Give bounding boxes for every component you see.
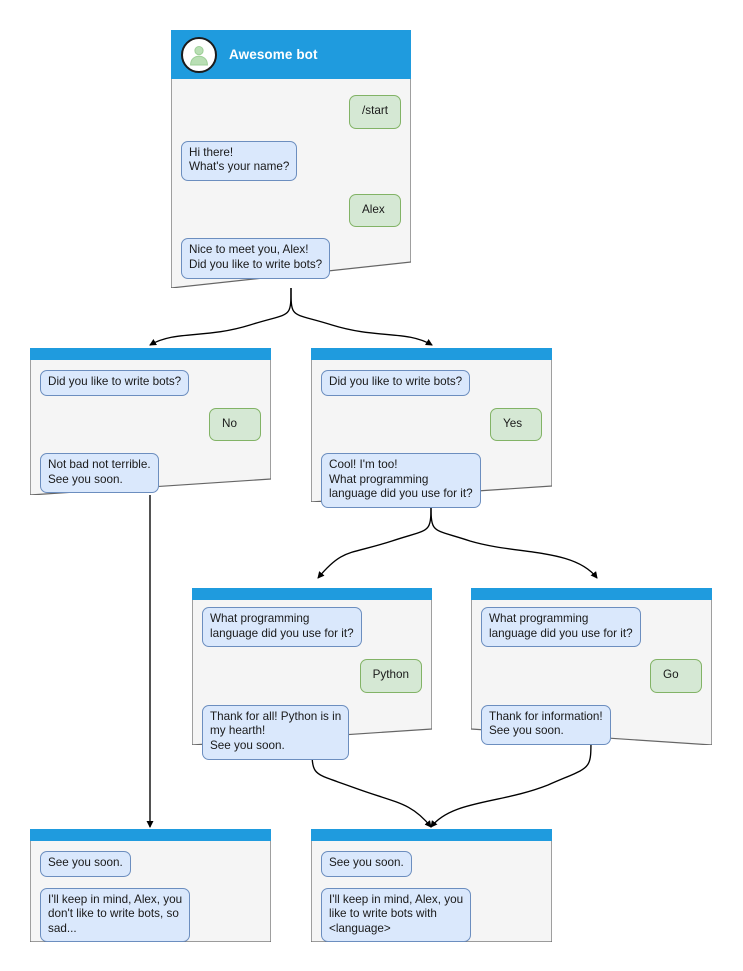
message-row: No <box>40 407 261 442</box>
user-message-bubble: /start <box>349 95 401 129</box>
bot-message-bubble: Hi there! What's your name? <box>181 140 298 181</box>
message-row: See you soon. <box>321 851 542 877</box>
chat-header: Awesome bot <box>171 30 411 79</box>
user-message-bubble: Alex <box>349 193 401 228</box>
message-row: Not bad not terrible. See you soon. <box>40 453 261 494</box>
edge-start-to-no <box>149 287 292 346</box>
edge-yes-to-go <box>430 501 598 579</box>
bot-message-bubble: Nice to meet you, Alex! Did you like to … <box>181 238 331 279</box>
bot-message-bubble: Did you like to write bots? <box>321 370 471 396</box>
message-row: Cool! I'm too! What programming language… <box>321 453 542 508</box>
message-row: Thank for all! Python is in my hearth! S… <box>202 704 422 760</box>
user-message-bubble: Go <box>650 659 702 693</box>
person-avatar-icon <box>181 36 217 73</box>
bot-message-bubble: Cool! I'm too! What programming language… <box>321 453 481 508</box>
chat-header <box>471 588 712 600</box>
bot-title: Awesome bot <box>229 47 318 62</box>
bot-message-bubble: What programming language did you use fo… <box>481 607 641 648</box>
message-row: Nice to meet you, Alex! Did you like to … <box>181 238 401 279</box>
chat-header <box>311 829 552 841</box>
bot-message-bubble: Thank for information! See you soon. <box>481 704 611 745</box>
node-answer-yes[interactable]: Did you like to write bots? Yes Cool! I'… <box>311 348 552 508</box>
node-answer-python[interactable]: What programming language did you use fo… <box>192 588 432 760</box>
chat-header <box>30 829 271 841</box>
message-row: See you soon. <box>40 851 261 877</box>
node-end-happy[interactable]: See you soon. I'll keep in mind, Alex, y… <box>311 829 552 943</box>
user-message-bubble: Python <box>359 659 422 693</box>
message-list: See you soon. I'll keep in mind, Alex, y… <box>311 841 552 943</box>
message-row: Thank for information! See you soon. <box>481 704 702 745</box>
message-row: Yes <box>321 407 542 442</box>
bot-message-bubble: See you soon. <box>40 851 131 877</box>
bot-message-bubble: I'll keep in mind, Alex, you don't like … <box>40 887 191 943</box>
node-answer-go[interactable]: What programming language did you use fo… <box>471 588 712 745</box>
bot-message-bubble: Did you like to write bots? <box>40 370 190 396</box>
message-row: What programming language did you use fo… <box>202 607 422 648</box>
message-list: Did you like to write bots? No Not bad n… <box>30 360 271 494</box>
chat-header <box>30 348 271 360</box>
message-row: Python <box>202 659 422 693</box>
message-row: I'll keep in mind, Alex, you like to wri… <box>321 887 542 943</box>
chat-header <box>192 588 432 600</box>
message-list: /start Hi there! What's your name? Alex … <box>171 79 411 279</box>
message-row: Go <box>481 659 702 693</box>
bot-message-bubble: I'll keep in mind, Alex, you like to wri… <box>321 887 472 943</box>
node-end-sad[interactable]: See you soon. I'll keep in mind, Alex, y… <box>30 829 271 943</box>
bot-message-bubble: What programming language did you use fo… <box>202 607 362 648</box>
bot-message-bubble: See you soon. <box>321 851 412 877</box>
bot-message-bubble: Thank for all! Python is in my hearth! S… <box>202 704 350 760</box>
message-row: I'll keep in mind, Alex, you don't like … <box>40 887 261 943</box>
message-row: What programming language did you use fo… <box>481 607 702 648</box>
message-row: Did you like to write bots? <box>321 370 542 396</box>
message-row: /start <box>181 95 401 129</box>
message-list: Did you like to write bots? Yes Cool! I'… <box>311 360 552 508</box>
message-list: What programming language did you use fo… <box>471 600 712 745</box>
message-row: Did you like to write bots? <box>40 370 261 396</box>
edge-yes-to-python <box>317 501 432 579</box>
message-row: Hi there! What's your name? <box>181 140 401 181</box>
edge-start-to-yes <box>290 287 433 346</box>
bot-message-bubble: Not bad not terrible. See you soon. <box>40 453 159 494</box>
message-row: Alex <box>181 193 401 228</box>
node-answer-no[interactable]: Did you like to write bots? No Not bad n… <box>30 348 271 495</box>
user-message-bubble: Yes <box>490 407 542 442</box>
message-list: What programming language did you use fo… <box>192 600 432 760</box>
user-message-bubble: No <box>209 407 261 442</box>
chat-header <box>311 348 552 360</box>
message-list: See you soon. I'll keep in mind, Alex, y… <box>30 841 271 943</box>
edge-go-to-endhappy <box>430 737 592 828</box>
node-start[interactable]: Awesome bot /start Hi there! What's your… <box>171 30 411 288</box>
